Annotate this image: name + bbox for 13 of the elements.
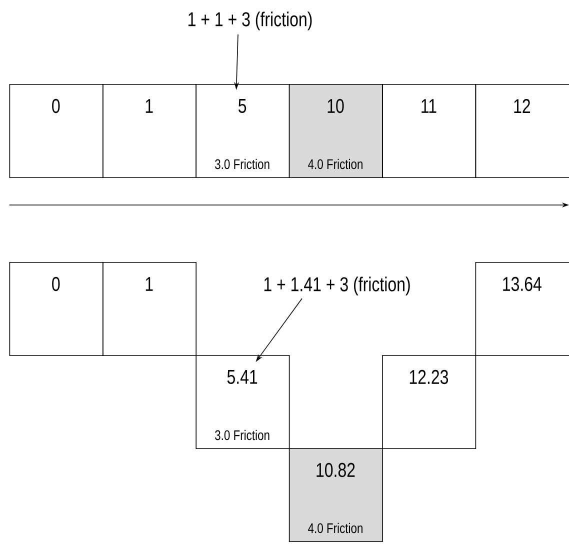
grid-cell: 1 [102, 262, 196, 356]
grid-cell: 11 [382, 84, 476, 178]
formula-label: 1 + 1.41 + 3 (friction) [264, 276, 410, 296]
formula-label: 1 + 1 + 3 (friction) [188, 12, 312, 30]
grid-cell: 12.23 [382, 355, 476, 449]
grid-cell: 10 4.0 Friction [288, 84, 383, 178]
grid-cell: 12 [475, 84, 569, 178]
grid-cell: 5.41 3.0 Friction [196, 355, 290, 449]
grid-cell: 0 [9, 262, 104, 356]
grid-cell: 13.64 [475, 262, 569, 356]
grid-cell: 10.82 4.0 Friction [288, 448, 383, 542]
grid-cell: 0 [9, 84, 104, 178]
grid-cell: 1 [102, 84, 196, 178]
